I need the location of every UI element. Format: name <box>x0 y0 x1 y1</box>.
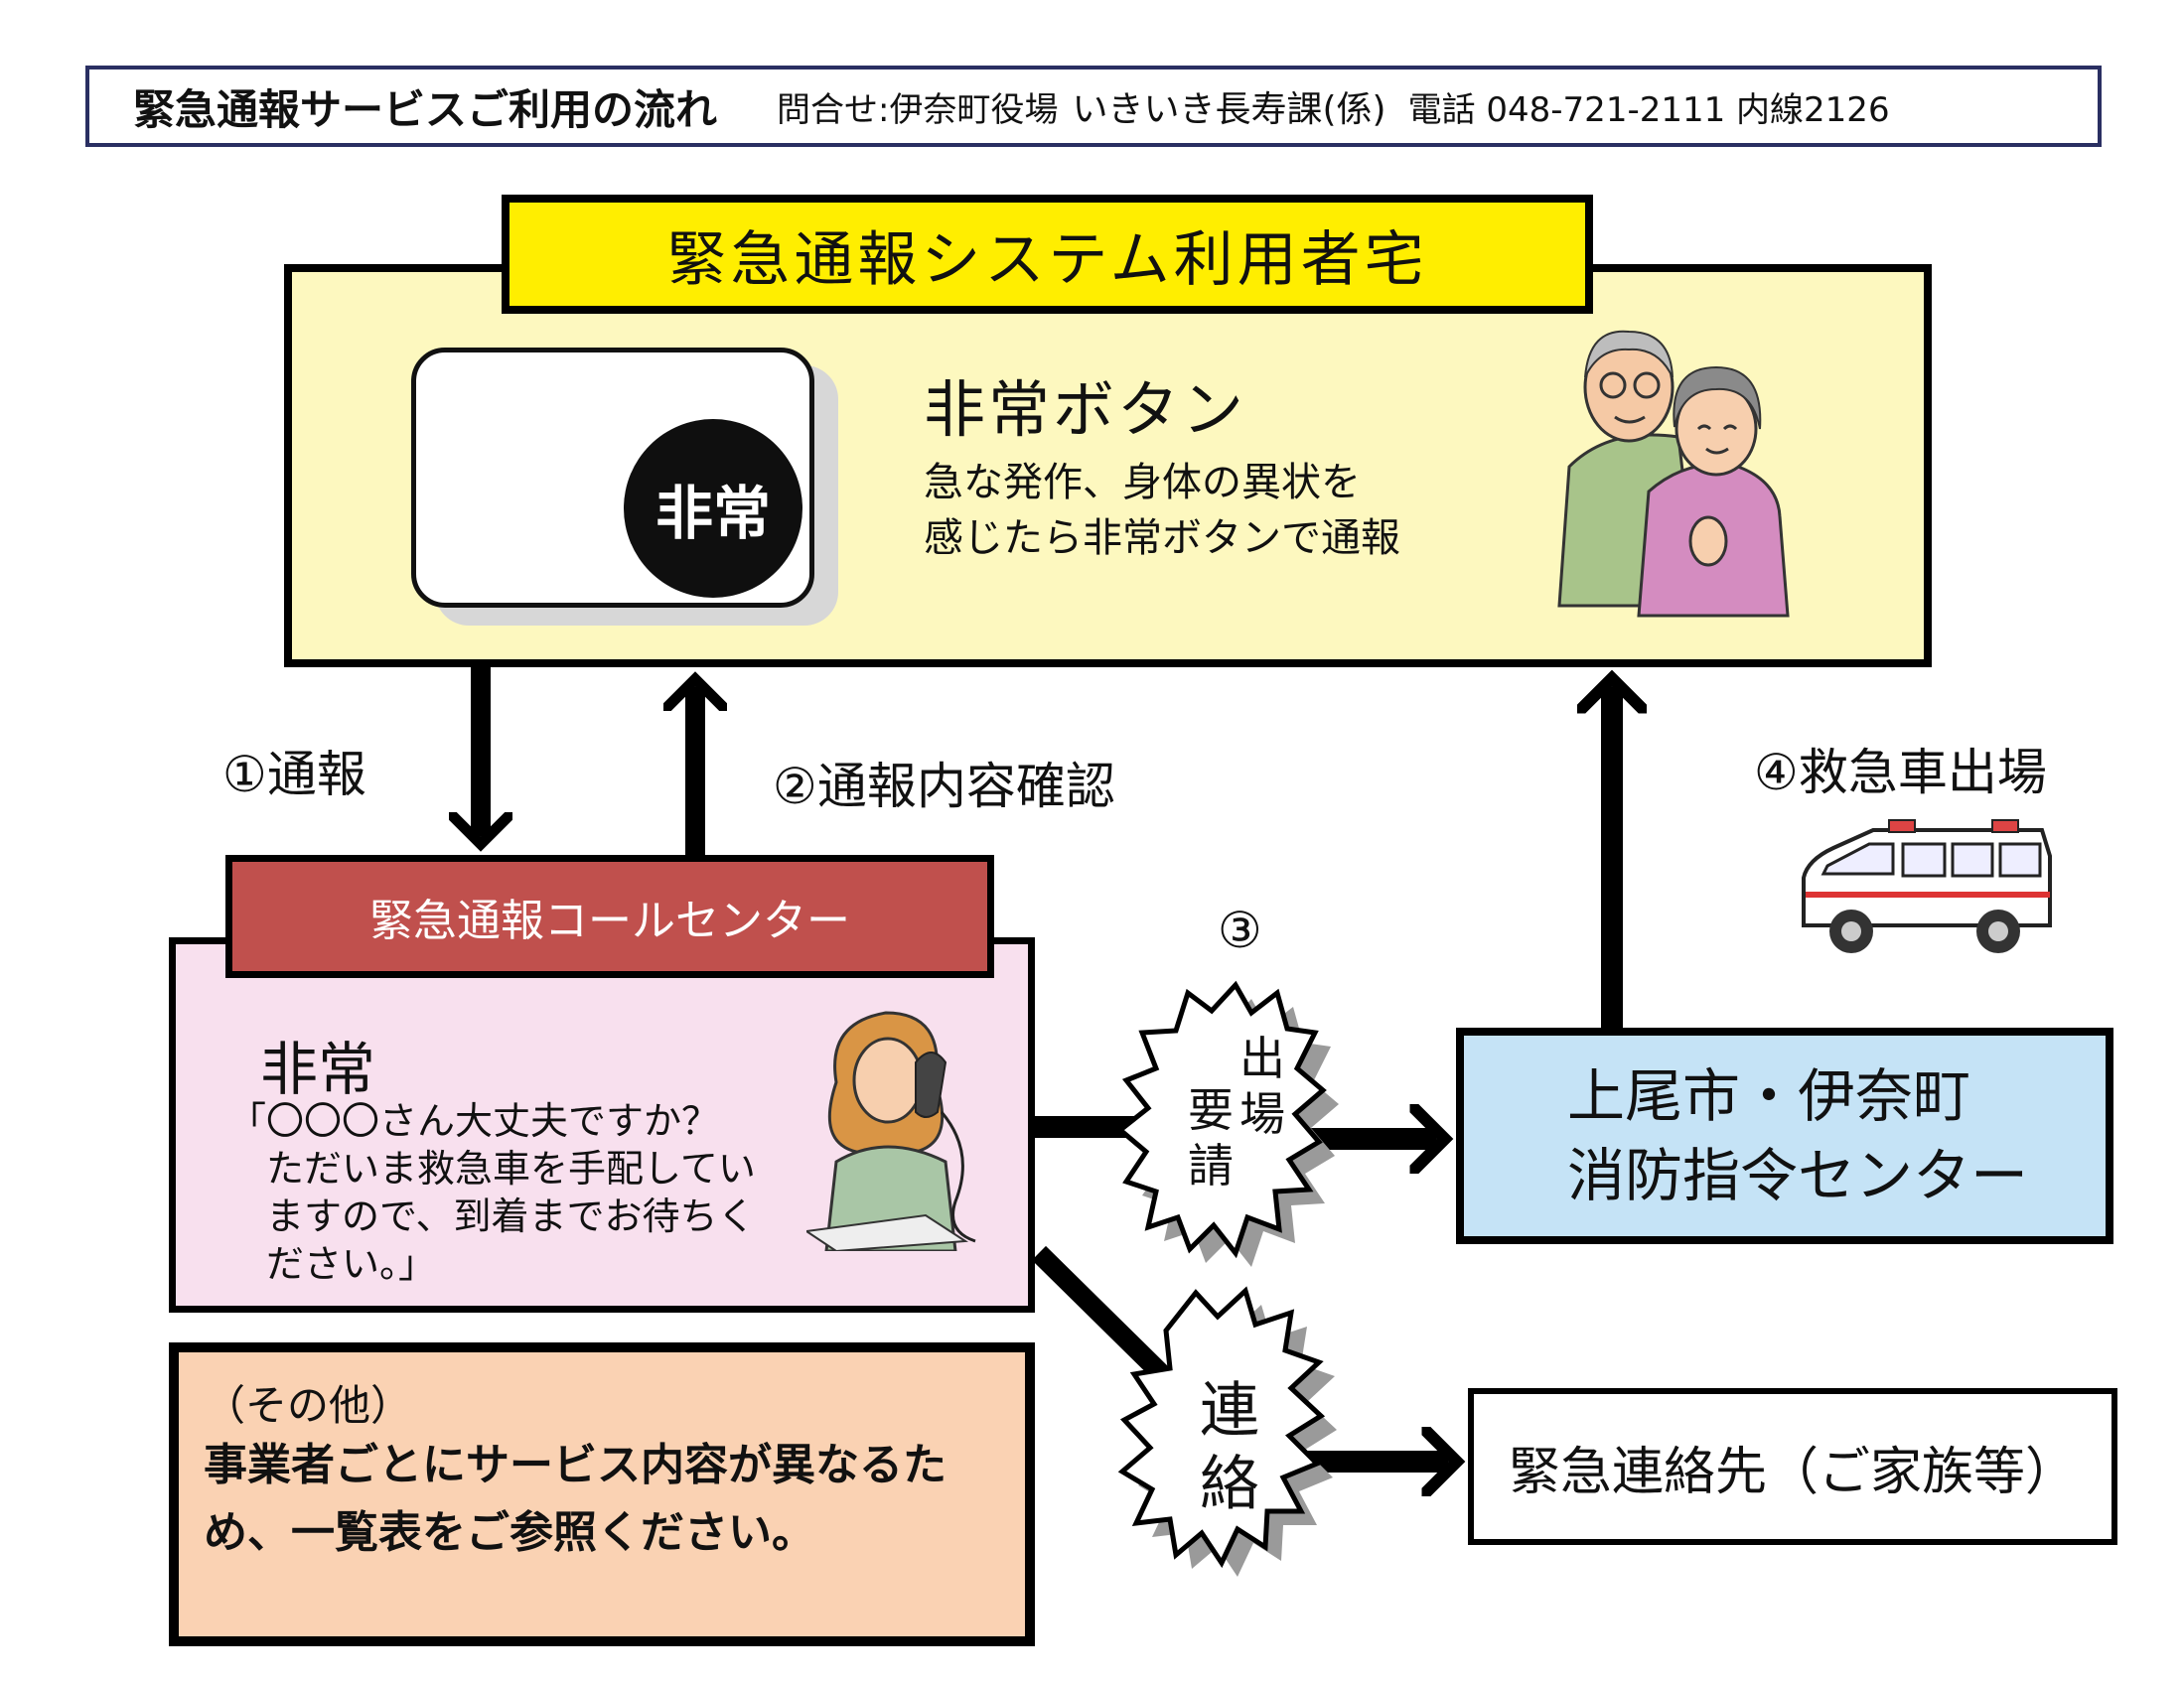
fire-command-center-box: 上尾市・伊奈町 消防指令センター <box>1456 1028 2113 1244</box>
phone-number: 電話 048-721-2111 内線2126 <box>1407 89 1890 130</box>
other-info-box <box>169 1342 1035 1646</box>
step4-label: ④救急車出場 <box>1754 744 2047 801</box>
fire-center-line1: 上尾市・伊奈町 <box>1567 1062 1971 1130</box>
emergency-button-heading: 非常ボタン <box>924 373 1247 446</box>
other-info-text: 事業者ごとにサービス内容が異なるた め、一覧表をご参照ください。 <box>204 1440 946 1558</box>
contact-label-raku: 絡 <box>1200 1450 1259 1519</box>
department-name: いきいき長寿課(係) <box>1072 89 1386 130</box>
emergency-button-description: 急な発作、身体の異状を 感じたら非常ボタンで通報 <box>924 460 1400 561</box>
contact-burst-shape <box>1117 1286 1337 1577</box>
dispatch-label-ba: 場 <box>1239 1087 1285 1141</box>
fire-center-line2: 消防指令センター <box>1567 1142 2029 1209</box>
dispatch-label-you: 要 <box>1188 1083 1234 1137</box>
contact-label-ren: 連 <box>1200 1376 1259 1446</box>
dispatch-label-sei: 請 <box>1188 1139 1234 1193</box>
dispatch-burst-shape <box>1116 980 1339 1267</box>
elderly-couple-illustration <box>1557 330 1790 618</box>
connector-contact <box>1031 1245 1180 1392</box>
dispatch-label-de: 出 <box>1239 1032 1285 1085</box>
emergency-button: 非常 <box>624 419 802 598</box>
call-center-script: 「〇〇〇さん大丈夫ですか？ ただいま救急車を手配してい ますので、到着までお待ち… <box>228 1099 756 1286</box>
operator-illustration <box>806 1011 976 1251</box>
ambulance-illustration <box>1802 819 2052 953</box>
other-info-label: （その他） <box>204 1381 413 1430</box>
contact-prefix: 問合せ:伊奈町役場 <box>777 89 1059 130</box>
call-center-title: 緊急通報コールセンター <box>225 855 994 978</box>
emergency-contact-box: 緊急連絡先（ご家族等） <box>1468 1388 2117 1545</box>
step1-label: ①通報 <box>222 746 366 803</box>
user-home-title: 緊急通報システム利用者宅 <box>502 195 1593 314</box>
header-banner: 緊急通報サービスご利用の流れ 問合せ:伊奈町役場 いきいき長寿課(係) 電話 0… <box>85 66 2102 147</box>
step3-label: ③ <box>1218 902 1262 959</box>
step2-label: ②通報内容確認 <box>773 758 1115 815</box>
call-center-heading: 非常 <box>260 1036 376 1103</box>
page-title: 緊急通報サービスご利用の流れ <box>133 84 718 134</box>
